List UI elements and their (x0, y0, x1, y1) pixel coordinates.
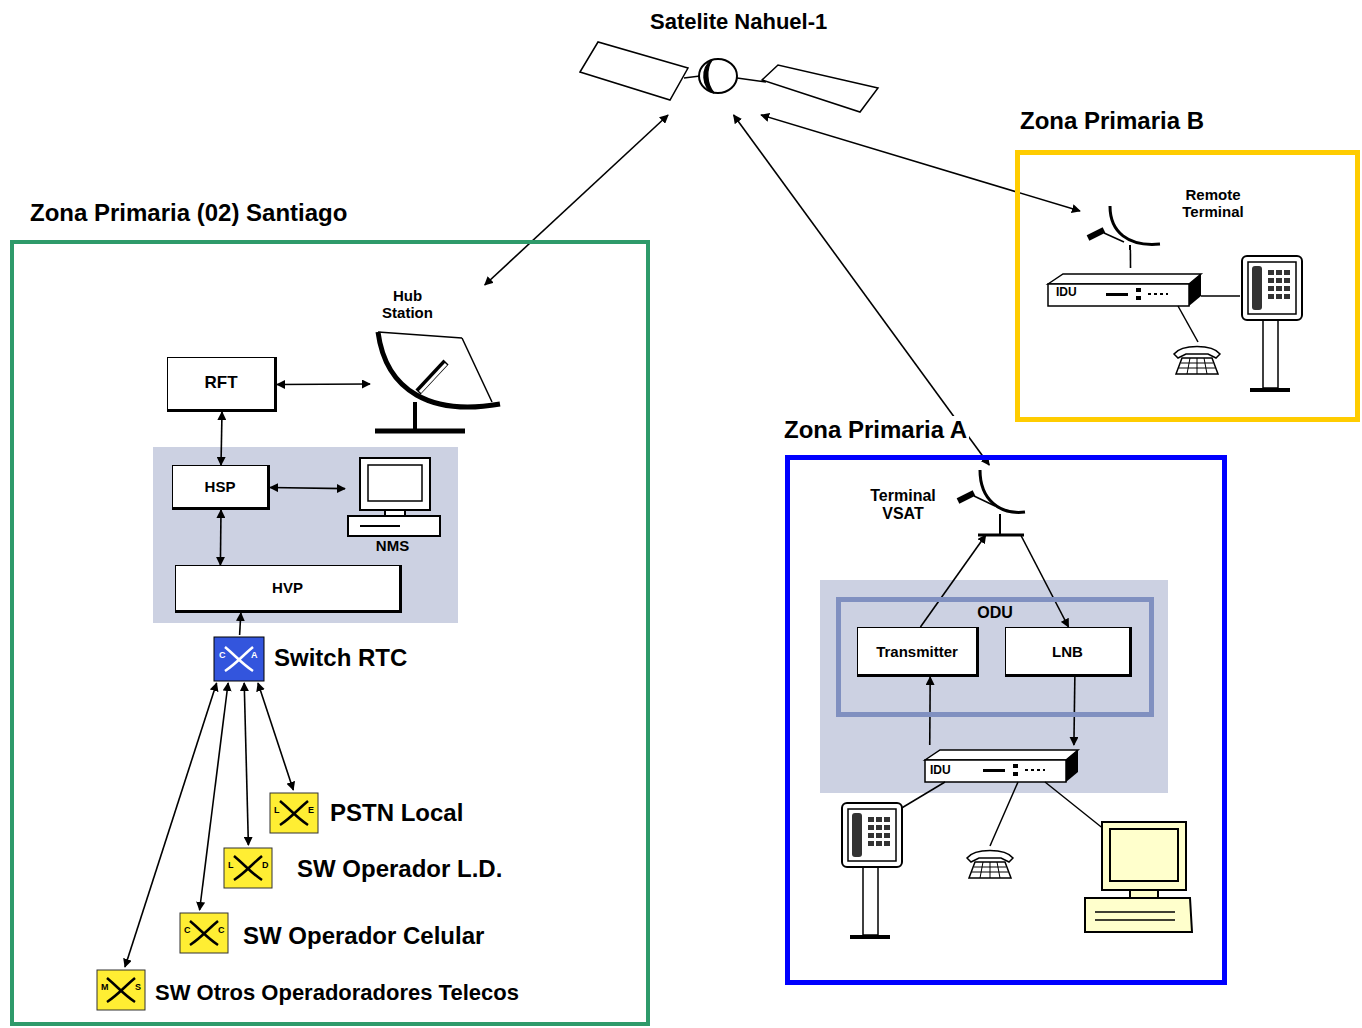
connector (277, 383, 370, 385)
node-label: SW Operador L.D. (297, 855, 502, 883)
node-label: Zona Primaria (02) Santiago (28, 199, 349, 227)
switch-node: PSTN Local (268, 790, 498, 836)
node-label: Switch RTC (274, 644, 407, 672)
zone-region: Zona Primaria BRemote TerminalIDU (1015, 150, 1360, 422)
idu-unit: IDU (1048, 268, 1198, 305)
connector (200, 683, 229, 910)
node-label: NMS (345, 537, 440, 554)
icon-letter: A (251, 651, 258, 660)
connector (1021, 535, 1069, 627)
icon-letter: M (101, 983, 109, 992)
node-label: SW Otros Operadoradores Telecos (155, 980, 519, 1005)
icon-letter: S (135, 983, 141, 992)
idu-device (925, 274, 1201, 782)
node-label: HVP (176, 579, 399, 596)
connector (929, 677, 931, 745)
node-label: PSTN Local (330, 799, 463, 827)
process-box: LNB (1005, 627, 1132, 677)
switch-node: Switch RTC (212, 635, 442, 683)
connector (734, 115, 990, 465)
process-box: RFT (167, 357, 277, 412)
nms-computer (348, 458, 440, 536)
node-label: LNB (1006, 643, 1129, 660)
switch-icons (97, 637, 318, 1010)
connector (244, 683, 248, 845)
process-box: HSP (172, 465, 270, 510)
icon-letter: L (228, 861, 234, 870)
switch-node: SW Otros Operadoradores Telecos (95, 967, 640, 1015)
connector (125, 683, 217, 967)
icon-letter: D (262, 861, 269, 870)
connector (240, 613, 241, 635)
vsat-terminal: Terminal VSAT (858, 465, 1033, 535)
node-label: IDU (928, 764, 953, 778)
vsat-dish (958, 470, 1025, 535)
remote-terminal: Remote Terminal (1080, 185, 1260, 250)
satellite-icon (580, 42, 878, 112)
icon-letter: L (274, 806, 280, 815)
remote-dish (1088, 206, 1160, 250)
icon-letter: C (218, 926, 225, 935)
connector (920, 535, 985, 627)
node-label: RFT (168, 373, 274, 393)
zone-region: Zona Primaria ATerminal VSATODUTransmitt… (785, 455, 1227, 985)
node-label: Satelite Nahuel-1 (650, 9, 827, 34)
node-label: Zona Primaria B (1018, 107, 1206, 135)
connector (220, 510, 222, 565)
icon-letter: E (308, 806, 314, 815)
node-label: ODU (841, 604, 1149, 622)
pc-icon (1085, 822, 1192, 932)
connector (1130, 250, 1132, 268)
connector (258, 683, 293, 790)
zone-region: Zona Primaria (02) SantiagoHub StationRF… (10, 240, 650, 1026)
connector (221, 412, 222, 465)
process-box: HVP (175, 565, 402, 613)
computer-node: NMS (345, 455, 440, 557)
node-label: Zona Primaria A (782, 416, 969, 444)
node-label: IDU (1054, 286, 1079, 300)
switch-node: SW Operador L.D. (222, 845, 552, 893)
node-label: Transmitter (858, 643, 976, 660)
satellite: Satelite Nahuel-1 (575, 5, 880, 115)
hub-dish (375, 332, 500, 431)
node-label: HSP (173, 478, 267, 495)
connector (270, 488, 345, 489)
icon-letter: C (219, 651, 226, 660)
connector (485, 115, 668, 285)
node-label: Hub Station (370, 287, 445, 322)
user-wiring (885, 296, 1240, 846)
process-box: Transmitter (857, 627, 979, 677)
node-label: SW Operador Celular (243, 922, 484, 950)
node-label: Remote Terminal (1168, 186, 1258, 221)
node-label: Terminal VSAT (858, 487, 948, 524)
icon-letter: C (184, 926, 191, 935)
connector (1073, 677, 1076, 745)
odu-group: ODU Transmitter LNB (836, 597, 1154, 717)
hub-station: Hub Station (370, 285, 505, 435)
idu-unit: IDU (922, 745, 1077, 785)
switch-node: SW Operador Celular (178, 910, 538, 958)
